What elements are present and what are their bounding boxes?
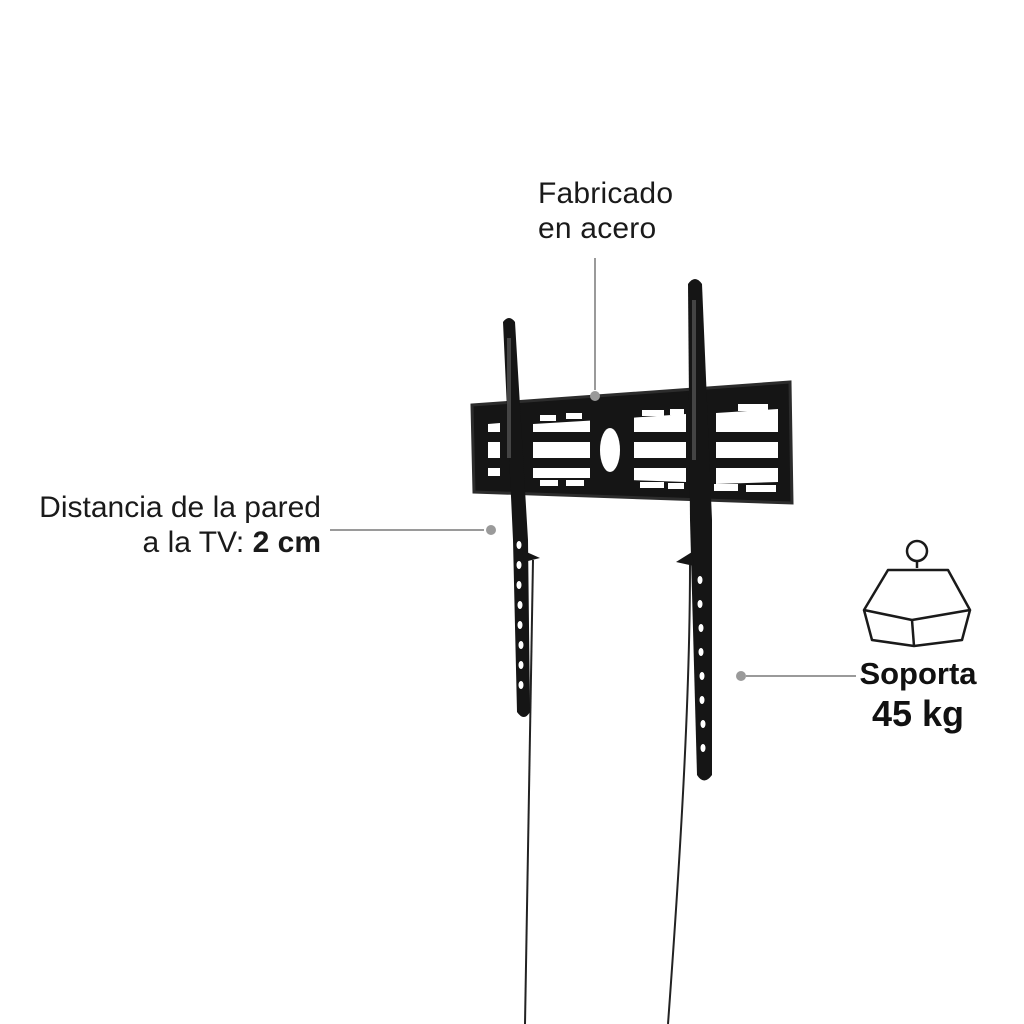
weight-callout: Soporta 45 kg [858,656,978,735]
right-cord [667,564,691,1024]
weight-icon [862,539,972,648]
material-callout: Fabricado en acero [538,176,673,247]
distance-value: 2 cm [252,526,321,560]
left-vertical-arm [503,318,540,717]
material-line1: Fabricado [538,177,674,210]
right-vertical-arm [676,279,712,781]
material-line2: en acero [538,212,657,246]
distance-line1: Distancia de la pared [39,491,321,524]
left-cord [524,559,534,1024]
distance-line2: a la TV: 2 cm [39,525,321,560]
leader-material [590,258,600,401]
distance-callout: Distancia de la pared a la TV: 2 cm [39,490,321,561]
wall-mount-frame [470,380,794,505]
distance-prefix: a la TV: [142,526,253,560]
leader-weight [736,671,856,681]
weight-value: 45 kg [871,692,965,734]
leader-distance [330,525,496,535]
weight-line1: Soporta [859,656,977,691]
